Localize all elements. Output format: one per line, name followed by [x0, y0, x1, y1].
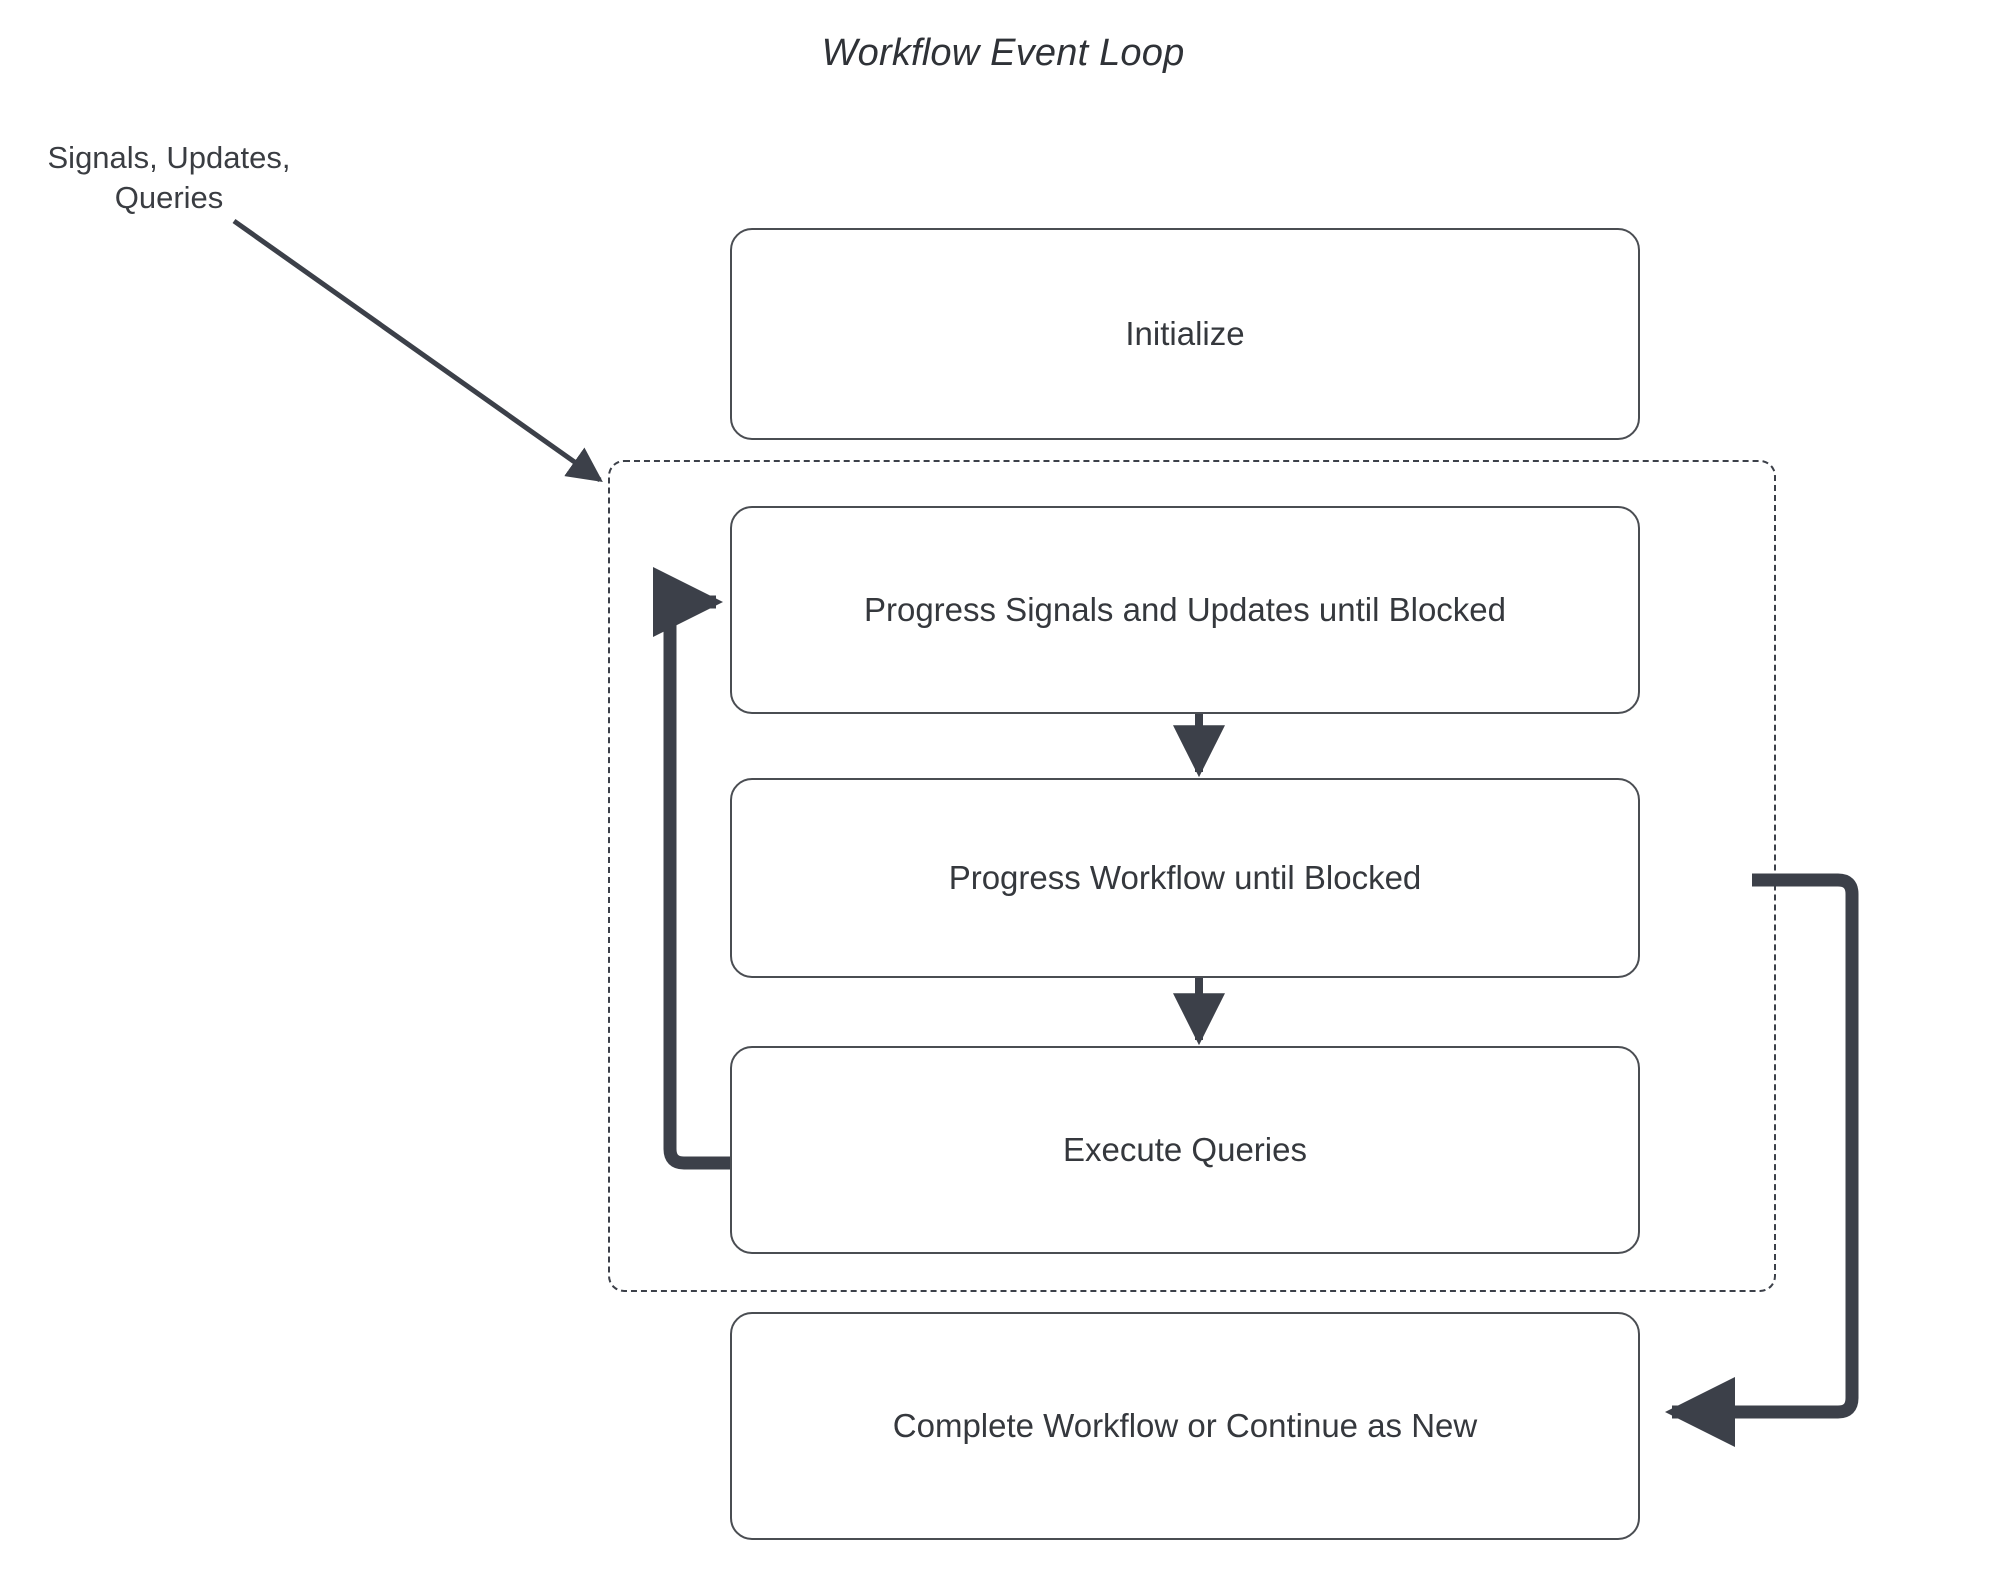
node-execute-queries[interactable]: Execute Queries: [730, 1046, 1640, 1254]
diagram-title: Workflow Event Loop: [821, 32, 1185, 74]
external-inputs-label-line-2: Queries: [114, 179, 224, 215]
node-progress-signals-and-updates-label: Progress Signals and Updates until Block…: [863, 591, 1507, 628]
node-initialize-label: Initialize: [1125, 315, 1245, 352]
node-progress-signals-and-updates[interactable]: Progress Signals and Updates until Block…: [730, 506, 1640, 714]
edge-external-inputs-to-loop: [232, 218, 603, 483]
external-inputs-label-line-1: Signals, Updates,: [47, 140, 291, 175]
node-progress-workflow[interactable]: Progress Workflow until Blocked: [730, 778, 1640, 978]
node-complete-workflow-label: Complete Workflow or Continue as New: [892, 1407, 1478, 1444]
node-initialize[interactable]: Initialize: [730, 228, 1640, 440]
external-inputs-label: Signals, Updates, Queries: [24, 138, 314, 217]
node-progress-workflow-label: Progress Workflow until Blocked: [948, 859, 1422, 896]
node-complete-workflow[interactable]: Complete Workflow or Continue as New: [730, 1312, 1640, 1540]
node-execute-queries-label: Execute Queries: [1063, 1131, 1307, 1168]
